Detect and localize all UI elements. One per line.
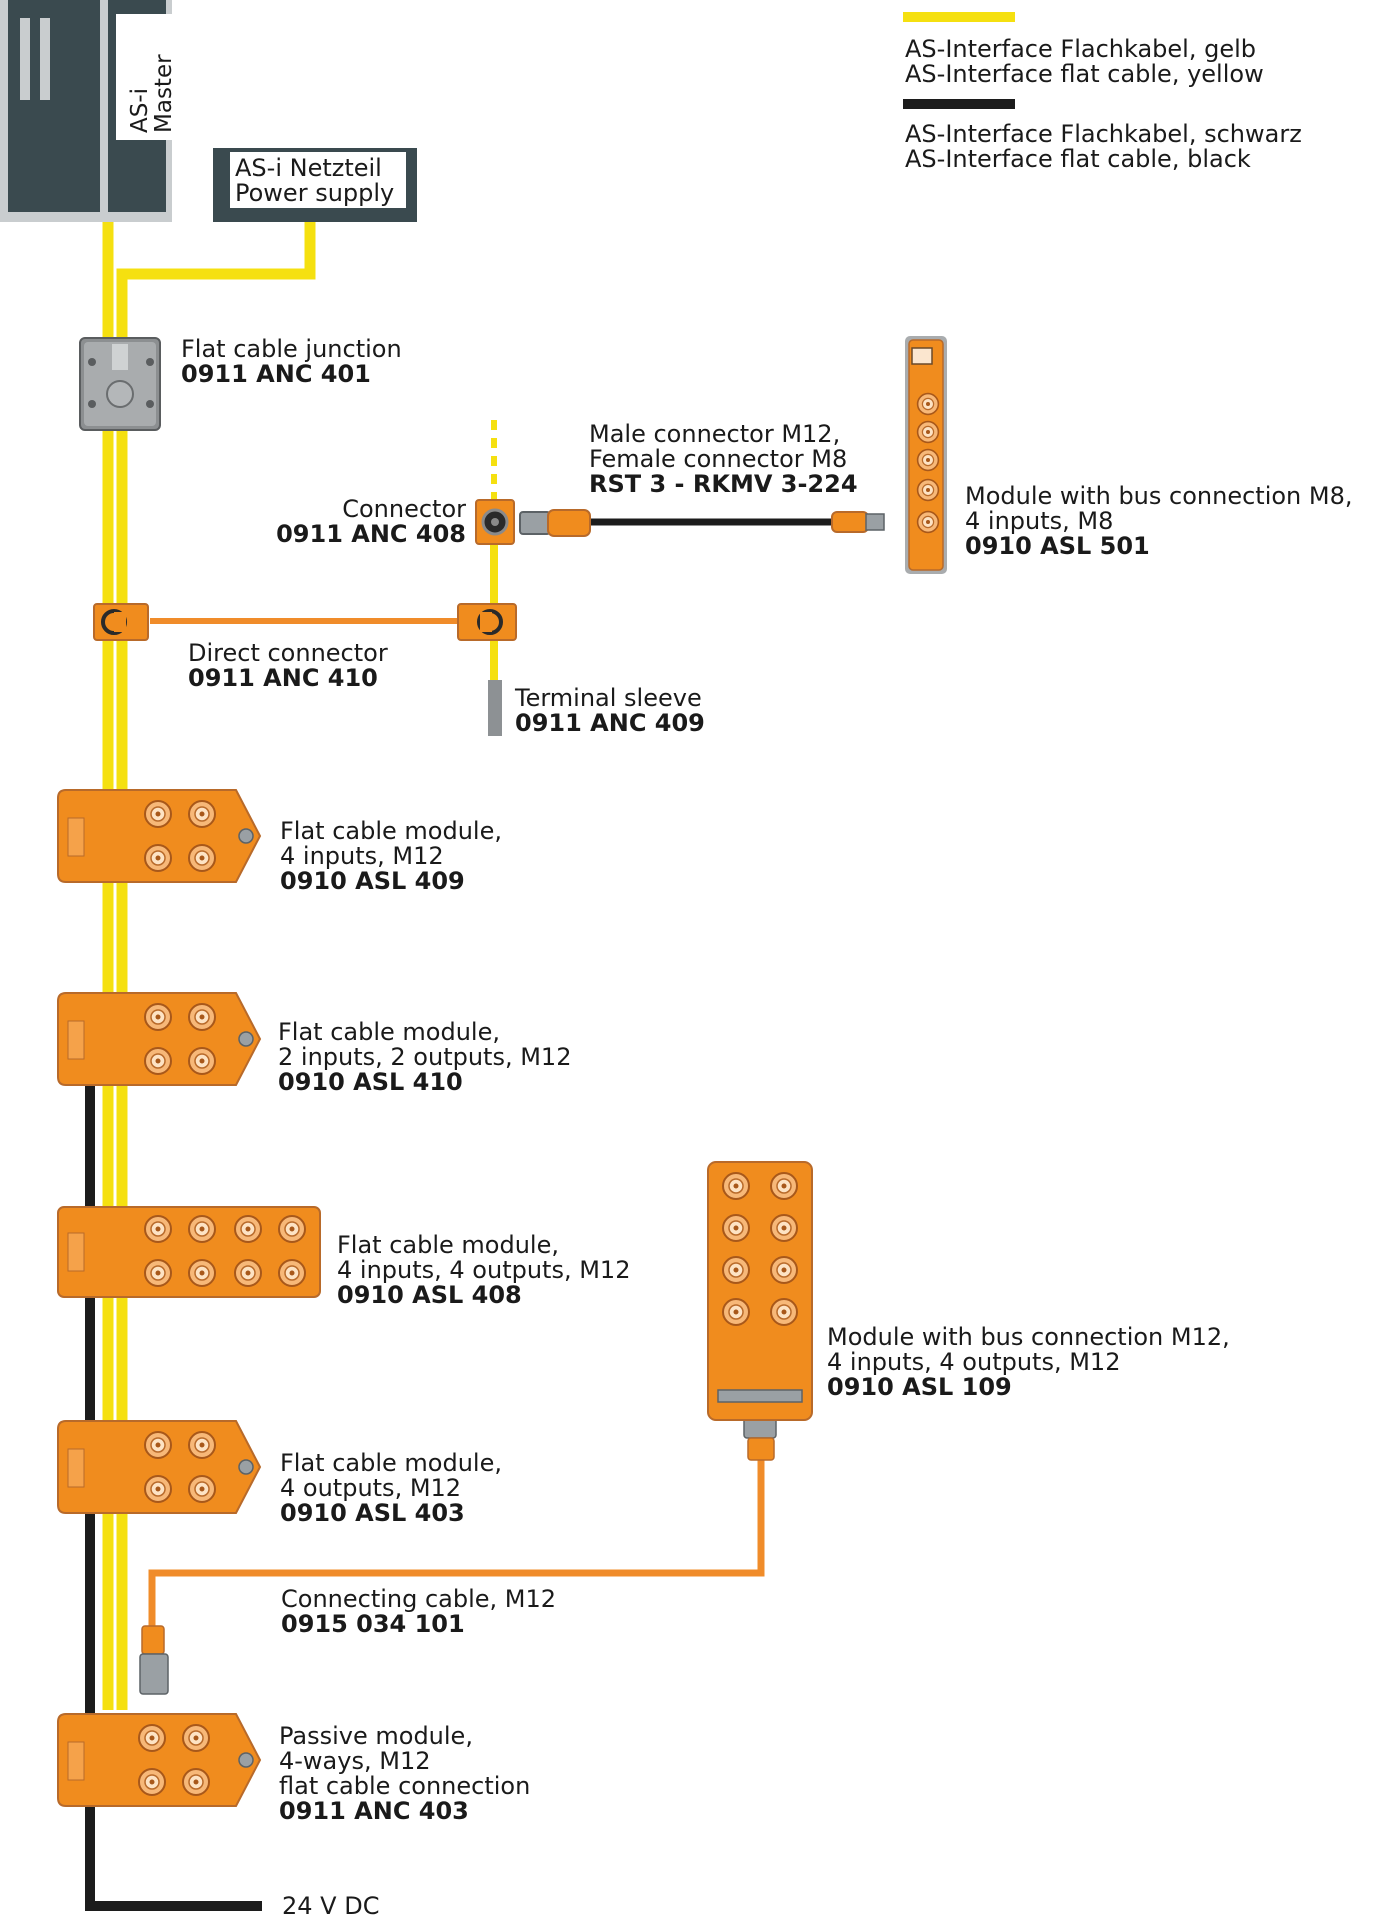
module-asl408 <box>57 1206 321 1298</box>
rst-line2: Female connector M8 <box>589 445 848 473</box>
asl403-label: Flat cable module, 4 outputs, M12 0910 A… <box>280 1451 502 1526</box>
connector-anc408 <box>475 499 515 545</box>
bus-m8-line1: Module with bus connection M8, <box>965 482 1353 510</box>
asl409-line2: 4 inputs, M12 <box>280 842 444 870</box>
supply-text: 24 V DC <box>282 1892 380 1920</box>
rst-female-m8 <box>831 511 885 533</box>
sleeve-name: Terminal sleeve <box>515 684 702 712</box>
rst-male-m12 <box>519 509 591 537</box>
passive-label: Passive module, 4-ways, M12 flat cable c… <box>279 1724 530 1824</box>
rst-code: RST 3 - RKMV 3-224 <box>589 470 858 498</box>
passive-line2: 4-ways, M12 <box>279 1747 431 1775</box>
legend-black-swatch <box>903 99 1015 109</box>
legend-black-label: AS-Interface Flachkabel, schwarz AS-Inte… <box>905 122 1302 172</box>
asl109-code: 0910 ASL 109 <box>827 1373 1012 1401</box>
power-supply-line1: AS-i Netzteil <box>235 154 382 182</box>
direct-code: 0911 ANC 410 <box>188 664 378 692</box>
asl409-code: 0910 ASL 409 <box>280 867 465 895</box>
connecting-cable-plug-bottom <box>139 1625 169 1695</box>
asl109-label: Module with bus connection M12, 4 inputs… <box>827 1325 1230 1400</box>
module-asl409 <box>57 789 262 883</box>
module-asl403 <box>57 1420 262 1514</box>
cable-label: Connecting cable, M12 0915 034 101 <box>281 1587 556 1637</box>
junction-name: Flat cable junction <box>181 335 402 363</box>
asl408-line2: 4 inputs, 4 outputs, M12 <box>337 1256 631 1284</box>
connector-code: 0911 ANC 408 <box>276 520 466 548</box>
supply-label: 24 V DC <box>282 1894 379 1919</box>
passive-line1: Passive module, <box>279 1722 473 1750</box>
rst-label: Male connector M12, Female connector M8 … <box>589 422 858 497</box>
flat-cable-junction <box>79 337 161 431</box>
connector-name: Connector <box>342 495 466 523</box>
asl410-code: 0910 ASL 410 <box>278 1068 463 1096</box>
bus-module-m12 <box>707 1161 813 1421</box>
legend-black-de: AS-Interface Flachkabel, schwarz <box>905 120 1302 148</box>
asl109-line2: 4 inputs, 4 outputs, M12 <box>827 1348 1121 1376</box>
direct-connector-right <box>457 603 517 641</box>
module-anc403 <box>57 1713 262 1807</box>
direct-name: Direct connector <box>188 639 388 667</box>
legend-yellow-label: AS-Interface Flachkabel, gelb AS-Interfa… <box>905 37 1264 87</box>
yellow-cable-power <box>116 222 316 1710</box>
master-label: AS-i Master <box>127 54 177 133</box>
connector-label: Connector 0911 ANC 408 <box>276 497 466 547</box>
sleeve-code: 0911 ANC 409 <box>515 709 705 737</box>
bus-module-m8 <box>905 336 947 574</box>
legend-yellow-en: AS-Interface flat cable, yellow <box>905 60 1264 88</box>
asl408-code: 0910 ASL 408 <box>337 1281 522 1309</box>
asl409-line1: Flat cable module, <box>280 817 502 845</box>
asl403-line2: 4 outputs, M12 <box>280 1474 462 1502</box>
passive-code: 0911 ANC 403 <box>279 1797 469 1825</box>
legend-yellow-de: AS-Interface Flachkabel, gelb <box>905 35 1256 63</box>
bus-m8-code: 0910 ASL 501 <box>965 532 1150 560</box>
asl410-line1: Flat cable module, <box>278 1018 500 1046</box>
passive-line3: flat cable connection <box>279 1772 531 1800</box>
black-cable <box>85 1085 262 1911</box>
direct-connector-left <box>93 603 149 641</box>
junction-label: Flat cable junction 0911 ANC 401 <box>181 337 402 387</box>
power-supply-label: AS-i Netzteil Power supply <box>235 156 394 206</box>
asl408-line1: Flat cable module, <box>337 1231 559 1259</box>
asl409-label: Flat cable module, 4 inputs, M12 0910 AS… <box>280 819 502 894</box>
cable-code: 0915 034 101 <box>281 1610 465 1638</box>
master-line2: Master <box>151 54 177 133</box>
orange-connecting-cable <box>148 1420 765 1626</box>
asl410-label: Flat cable module, 2 inputs, 2 outputs, … <box>278 1020 571 1095</box>
terminal-sleeve <box>488 680 502 736</box>
legend-black-en: AS-Interface flat cable, black <box>905 145 1251 173</box>
rst-line1: Male connector M12, <box>589 420 841 448</box>
legend-yellow-swatch <box>903 12 1015 22</box>
master-line1: AS-i <box>127 87 153 133</box>
module-asl410 <box>57 992 262 1086</box>
bus-m8-label: Module with bus connection M8, 4 inputs,… <box>965 484 1353 559</box>
direct-label: Direct connector 0911 ANC 410 <box>188 641 388 691</box>
power-supply-line2: Power supply <box>235 179 395 207</box>
asl403-line1: Flat cable module, <box>280 1449 502 1477</box>
asl408-label: Flat cable module, 4 inputs, 4 outputs, … <box>337 1233 630 1308</box>
sleeve-label: Terminal sleeve 0911 ANC 409 <box>515 686 705 736</box>
asl109-line1: Module with bus connection M12, <box>827 1323 1230 1351</box>
power-supply <box>213 148 417 222</box>
bus-m8-line2: 4 inputs, M8 <box>965 507 1114 535</box>
junction-code: 0911 ANC 401 <box>181 360 371 388</box>
asi-master <box>0 0 190 222</box>
asl403-code: 0910 ASL 403 <box>280 1499 465 1527</box>
asl410-line2: 2 inputs, 2 outputs, M12 <box>278 1043 572 1071</box>
cable-name: Connecting cable, M12 <box>281 1585 557 1613</box>
